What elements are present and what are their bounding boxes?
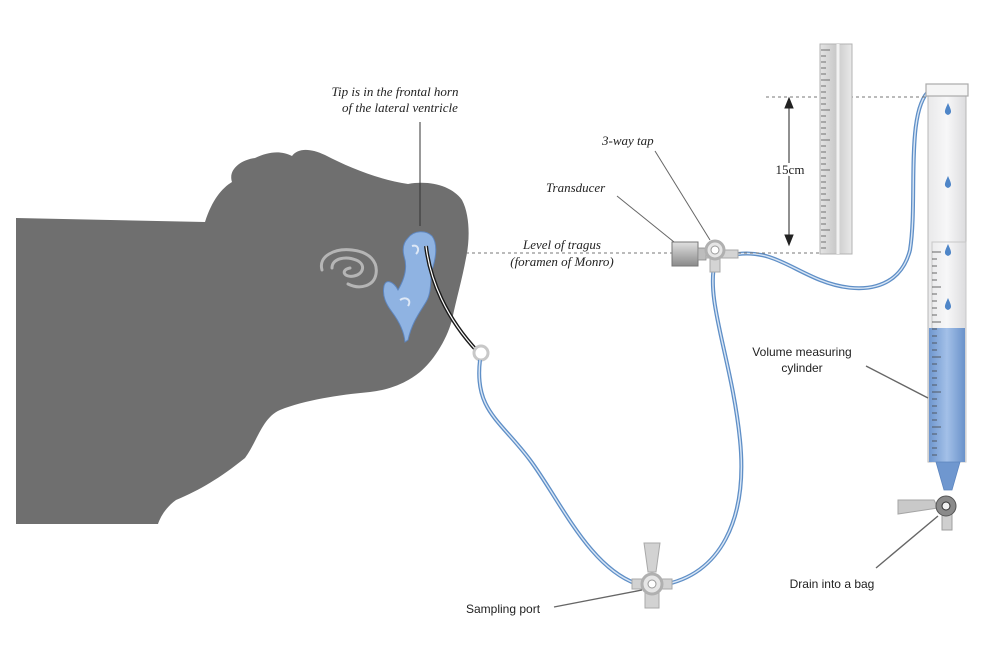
leader-line xyxy=(875,515,939,569)
three-way-tap-icon xyxy=(704,239,739,273)
transducer-label: Transducer xyxy=(546,180,606,195)
tip-label: Tip is in the frontal horn xyxy=(331,84,458,99)
head-silhouette xyxy=(16,149,469,524)
height-arrow xyxy=(784,96,794,247)
sampling-port-icon xyxy=(631,542,673,609)
drop-icon xyxy=(944,103,952,115)
transducer-icon xyxy=(671,241,699,267)
tragus-label: Level of tragus xyxy=(522,237,601,252)
sampling-port-label: Sampling port xyxy=(466,602,541,616)
cylinder-label: cylinder xyxy=(781,361,822,375)
tragus-label: (foramen of Monro) xyxy=(510,254,614,269)
catheter-connector xyxy=(472,344,490,362)
drop-icon xyxy=(944,176,952,188)
leader-line xyxy=(865,365,929,399)
leader-line xyxy=(553,589,643,608)
ruler-icon xyxy=(819,43,853,255)
cylinder-fluid xyxy=(929,328,965,462)
leader-line xyxy=(616,195,675,243)
cylinder-label: Volume measuring xyxy=(752,345,851,359)
tubing xyxy=(661,261,744,587)
tip-label: of the lateral ventricle xyxy=(342,100,458,115)
tubing xyxy=(477,359,641,587)
drop-icon xyxy=(944,298,952,310)
ventricle-icon xyxy=(383,231,437,343)
volume-cylinder xyxy=(925,83,969,491)
drop-icon xyxy=(944,244,952,256)
leader-line xyxy=(654,150,711,241)
drain-stopcock-icon xyxy=(897,495,957,531)
drain-label: Drain into a bag xyxy=(790,577,875,591)
height-label: 15cm xyxy=(776,162,805,177)
ear-icon xyxy=(319,248,378,289)
tap-label: 3-way tap xyxy=(601,133,654,148)
